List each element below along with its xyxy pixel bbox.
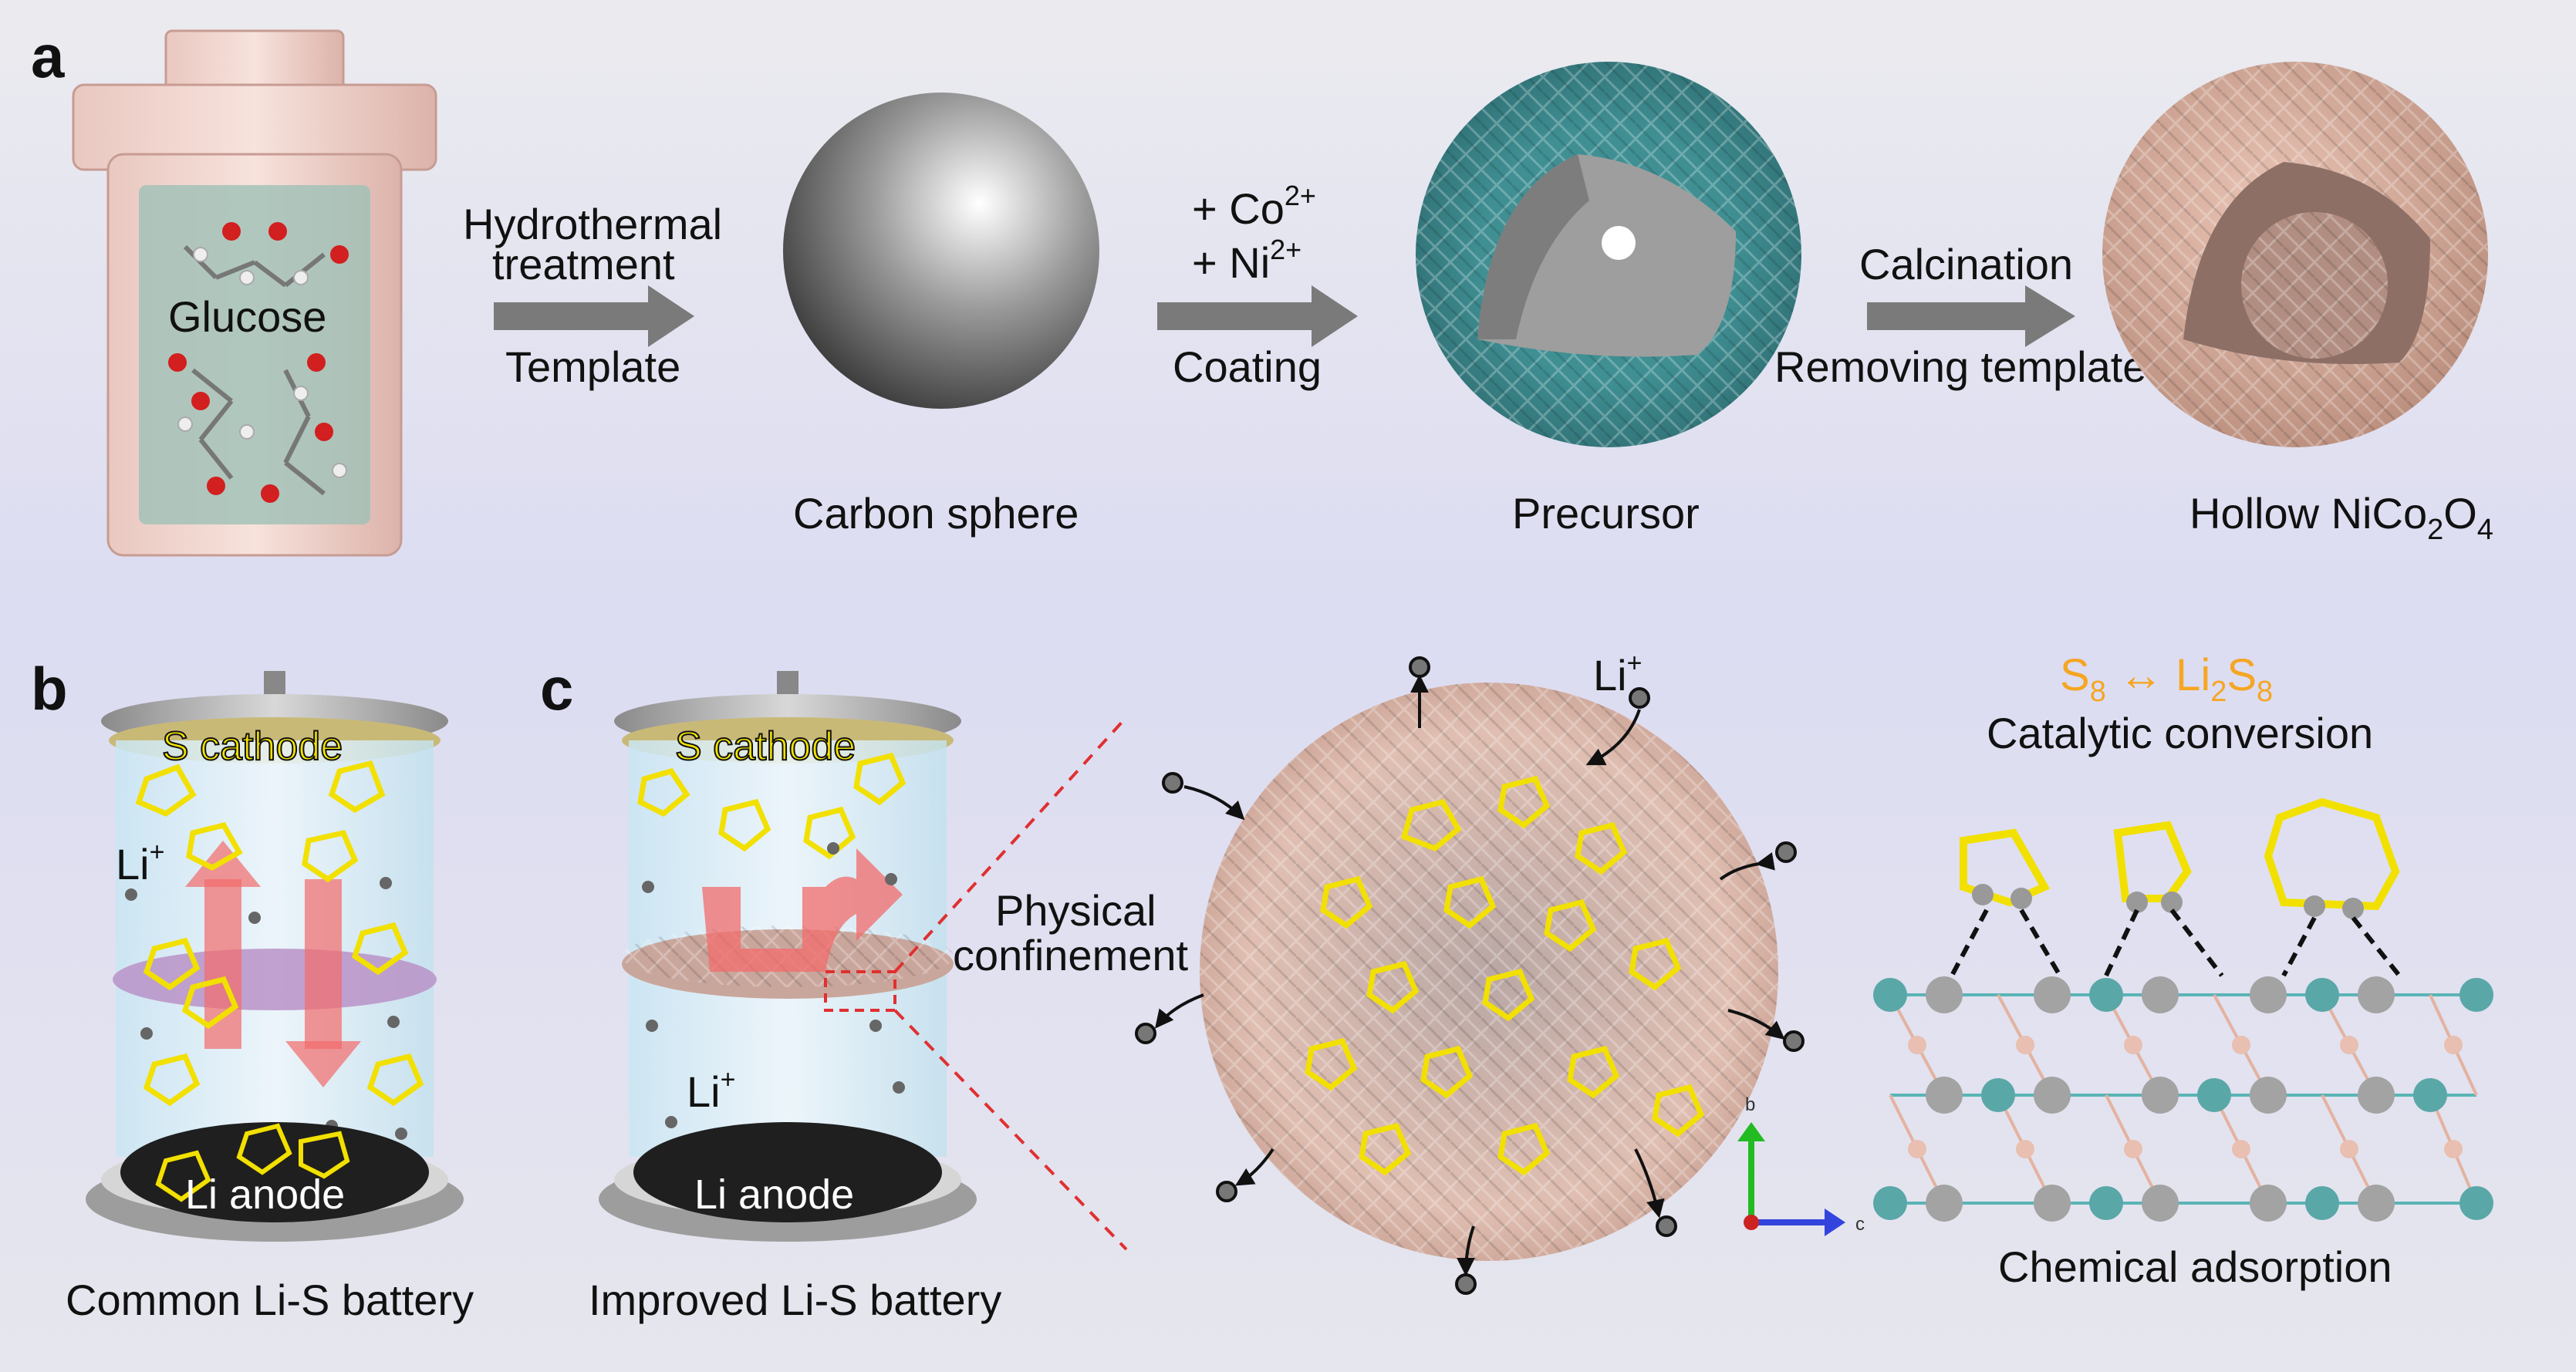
reaction-equation: S8 ↔ Li2S8 [2060,650,2273,708]
carbon-sphere [783,93,1099,409]
process-arrow-1 [494,285,694,347]
common-battery [86,671,464,1242]
panel-label-a: a [31,22,65,90]
axis-b-label: b [1745,1094,1755,1115]
li-ion-flux [1135,656,1805,1295]
process-arrow-2 [1157,285,1358,347]
crystal-lattice [1873,976,2493,1222]
confinement-line2: confinement [953,931,1189,979]
sphere-li-ion-label: Li+ [1593,649,1642,699]
improved-anode-label: Li anode [694,1171,854,1218]
step2-line1: + Co2+ [1192,180,1316,233]
hollow-sphere-cross-section [1200,683,1778,1261]
autoclave: Glucose [72,29,437,557]
adsorbed-polysulfides [1950,797,2402,977]
common-li-ion-label: Li+ [116,838,164,888]
step1-line1: Hydrothermal [463,200,722,248]
improved-battery [599,671,1128,1251]
step1-line2: treatment [492,240,675,288]
axis-c-label: c [1855,1214,1865,1235]
chemical-adsorption-label: Chemical adsorption [1998,1242,2392,1291]
hollow-nico2o4-sphere [2102,62,2488,447]
panel-label-b: b [31,655,68,723]
process-arrow-3 [1867,285,2075,347]
precursor-sphere [1416,62,1801,447]
step3-below: Removing template [1774,342,2146,391]
glucose-label: Glucose [168,292,326,341]
common-battery-caption: Common Li-S battery [66,1276,474,1324]
hollow-nico2o4-label: Hollow NiCo2O4 [2189,489,2493,546]
panel-label-c: c [540,655,573,723]
carbon-sphere-label: Carbon sphere [793,489,1079,538]
step1-below: Template [505,342,680,391]
catalytic-conversion-label: Catalytic conversion [1987,709,2373,757]
confinement-line1: Physical [995,886,1156,935]
step2-line2: + Ni2+ [1192,234,1302,287]
common-cathode-label: S cathode [162,724,343,769]
bounce-arrow [702,848,903,972]
step2-below: Coating [1173,342,1322,391]
improved-li-ion-label: Li+ [687,1065,735,1116]
glucose-molecules [183,244,326,496]
improved-cathode-label: S cathode [675,724,856,769]
common-anode-label: Li anode [185,1171,345,1218]
improved-battery-caption: Improved Li-S battery [589,1276,1001,1324]
precursor-label: Precursor [1512,489,1700,538]
step3-above: Calcination [1859,240,2073,288]
axis-triad: b c [1737,1094,1865,1236]
